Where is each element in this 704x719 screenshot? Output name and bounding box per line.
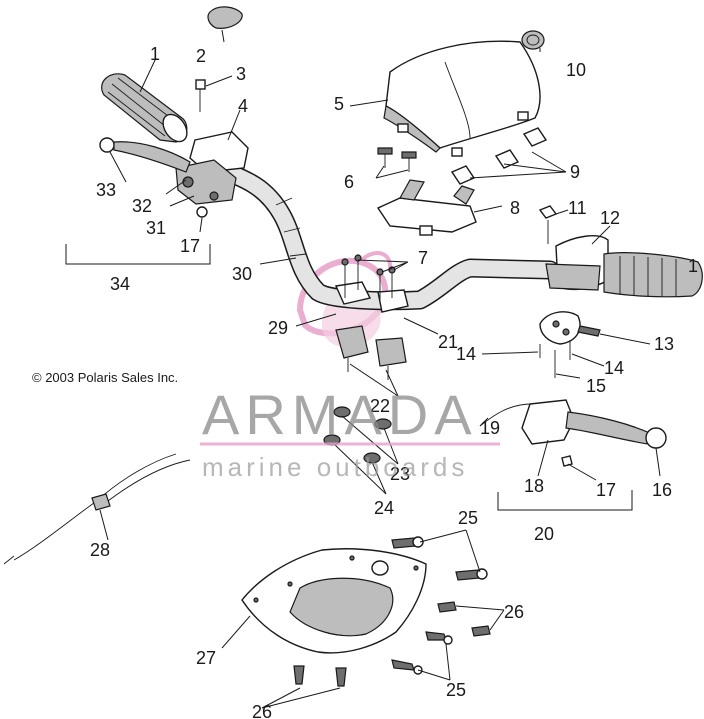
callout-28: 28 [90,540,110,560]
callout-29: 29 [268,318,288,338]
callout-6: 6 [344,172,354,192]
reflector-10 [521,30,545,50]
callout-23: 23 [390,464,410,484]
cable-28 [3,453,191,565]
callout-27: 27 [196,648,216,668]
lower-cover-27 [241,548,427,654]
right-lever-assembly [479,399,667,467]
left-lever [99,137,191,173]
callout-24: 24 [374,498,394,518]
callout-19: 19 [480,418,500,438]
callout-26-right: 26 [504,602,524,622]
callout-14-right: 14 [604,358,624,378]
callout-22: 22 [370,396,390,416]
watermark: ARMADA marine outboards [200,383,500,482]
cap-part [195,6,243,112]
callout-32: 32 [132,196,152,216]
callout-14: 14 [456,344,476,364]
screws-25-26 [293,536,491,687]
callout-20: 20 [534,524,554,544]
clamp-assembly [334,254,409,380]
leader-lines [65,29,661,709]
callout-25-bottom: 25 [446,680,466,700]
callout-2: 2 [196,46,206,66]
callout-17-right: 17 [596,480,616,500]
headlight-pod [383,40,541,157]
watermark-brand: ARMADA [202,383,478,446]
callout-33: 33 [96,180,116,200]
callout-31: 31 [146,218,166,238]
callout-30: 30 [232,264,252,284]
callout-34: 34 [110,274,130,294]
bracket-8 [376,179,477,236]
callout-labels: 1 2 3 4 5 6 7 8 9 10 11 12 1 13 14 14 15… [90,44,698,719]
callout-4: 4 [238,96,248,116]
callout-25-top: 25 [458,508,478,528]
callout-16: 16 [652,480,672,500]
left-grip [101,73,188,143]
watermark-tagline: marine outboards [202,452,468,482]
callout-10: 10 [566,60,586,80]
callout-15: 15 [586,376,606,396]
callout-21: 21 [438,332,458,352]
callout-1: 1 [150,44,160,64]
handlebar-tube [195,155,560,311]
callout-11: 11 [568,198,587,218]
callout-26-bottom: 26 [252,702,272,719]
callout-3: 3 [236,64,246,84]
callout-13: 13 [654,334,674,354]
callout-5: 5 [334,94,344,114]
switch-assembly [539,311,601,378]
copyright-text: © 2003 Polaris Sales Inc. [32,370,178,385]
callout-9: 9 [570,162,580,182]
screws-6 [377,147,417,172]
right-grip [545,235,703,298]
callout-18: 18 [524,476,544,496]
callout-1-right: 1 [688,256,698,276]
callout-17-left: 17 [180,236,200,256]
callout-12: 12 [600,208,620,228]
callout-8: 8 [510,198,520,218]
callout-7: 7 [418,248,428,268]
left-control-housing [175,131,249,218]
clips-9 [450,127,548,185]
pin-11 [538,205,558,244]
